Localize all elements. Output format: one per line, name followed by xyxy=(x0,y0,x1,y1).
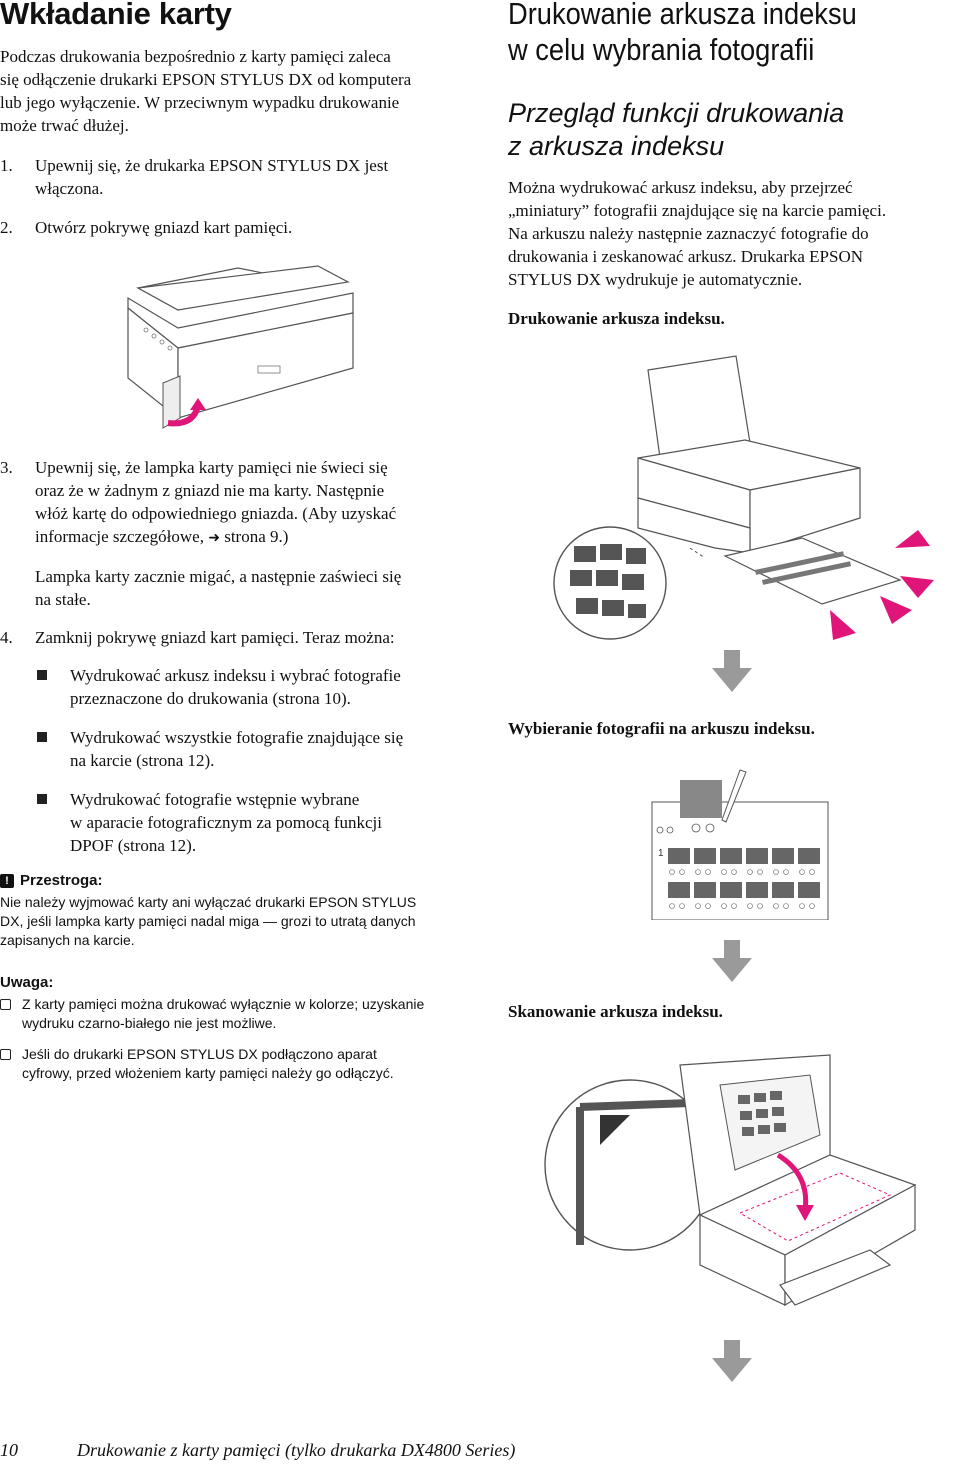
intro-line: może trwać dłużej. xyxy=(0,116,129,135)
result-text: Lampka karty zacznie migać, a następnie … xyxy=(35,567,402,586)
step-text: informacje szczegółowe, xyxy=(35,527,209,546)
page-title-left: Wkładanie karty xyxy=(0,0,232,31)
page-number: 10 xyxy=(0,1440,18,1460)
list-item-text: na karcie (strona 12). xyxy=(70,751,215,770)
step-number: 4. xyxy=(0,628,13,647)
list-item: Wydrukować arkusz indeksu i wybrać fotog… xyxy=(0,664,480,726)
checkbox-bullet-icon xyxy=(0,999,11,1010)
step-number: 3. xyxy=(0,458,13,477)
caption-select-photos: Wybieranie fotografii na arkuszu indeksu… xyxy=(508,719,815,738)
caution-title: Przestroga: xyxy=(20,872,103,889)
intro-line: lub jego wyłączenie. W przeciwnym wypadk… xyxy=(0,93,400,112)
note-box: Uwaga: Z karty pamięci można drukować wy… xyxy=(0,974,470,1083)
page-footer: 10 Drukowanie z karty pamięci (tylko dru… xyxy=(0,1440,960,1461)
note-text: Jeśli do drukarki EPSON STYLUS DX podłąc… xyxy=(22,1046,377,1062)
caption-scan-sheet: Skanowanie arkusza indeksu. xyxy=(508,1002,723,1021)
down-arrow-icon xyxy=(712,1340,752,1382)
step-3-result: Lampka karty zacznie migać, a następnie … xyxy=(35,565,475,611)
caption-print-index: Drukowanie arkusza indeksu. xyxy=(508,309,725,328)
footer-section-title: Drukowanie z karty pamięci (tylko drukar… xyxy=(77,1440,516,1460)
note-item: Z karty pamięci można drukować wyłącznie… xyxy=(0,995,470,1045)
checkbox-bullet-icon xyxy=(0,1049,11,1060)
list-item-text: Wydrukować fotografie wstępnie wybrane xyxy=(70,790,360,809)
step-number: 1. xyxy=(0,156,13,175)
subtitle-line: z arkusza indeksu xyxy=(508,131,725,161)
list-item: Wydrukować wszystkie fotografie znajdują… xyxy=(0,726,480,788)
arrow-right-icon: ➜ xyxy=(208,531,220,546)
list-item-text: Wydrukować arkusz indeksu i wybrać fotog… xyxy=(70,666,401,685)
list-item-text: w aparacie fotograficznym za pomocą funk… xyxy=(70,813,382,832)
step-1: 1. Upewnij się, że drukarka EPSON STYLUS… xyxy=(0,154,470,200)
list-item-text: Wydrukować wszystkie fotografie znajdują… xyxy=(70,728,404,747)
index-sheet-marking-illustration: 1 xyxy=(651,769,829,920)
print-index-sheet-illustration xyxy=(553,355,934,640)
step-text: Upewnij się, że drukarka EPSON STYLUS DX… xyxy=(35,156,389,175)
step-2: 2. Otwórz pokrywę gniazd kart pamięci. xyxy=(0,216,470,239)
step-text: Upewnij się, że lampka karty pamięci nie… xyxy=(35,458,388,477)
right-intro: Można wydrukować arkusz indeksu, aby prz… xyxy=(508,176,948,291)
step-text: Otwórz pokrywę gniazd kart pamięci. xyxy=(35,218,293,237)
step-text: Zamknij pokrywę gniazd kart pamięci. Ter… xyxy=(35,628,395,647)
caution-icon: ! xyxy=(0,873,14,888)
intro-line: Można wydrukować arkusz indeksu, aby prz… xyxy=(508,178,853,197)
page-title-right: Drukowanie arkusza indeksu w celu wybran… xyxy=(508,0,906,68)
list-item-text: DPOF (strona 12). xyxy=(70,836,197,855)
section-subtitle: Przegląd funkcji drukowania z arkusza in… xyxy=(508,97,948,163)
note-text: cyfrowy, przed włożeniem karty pamięci n… xyxy=(22,1065,394,1081)
square-bullet-icon xyxy=(37,794,47,804)
step-3: 3. Upewnij się, że lampka karty pamięci … xyxy=(0,456,470,550)
intro-paragraph: Podczas drukowania bezpośrednio z karty … xyxy=(0,45,460,137)
subtitle-line: Przegląd funkcji drukowania xyxy=(508,98,845,128)
step-4: 4. Zamknij pokrywę gniazd kart pamięci. … xyxy=(0,626,470,649)
note-item: Jeśli do drukarki EPSON STYLUS DX podłąc… xyxy=(0,1045,470,1083)
result-text: na stałe. xyxy=(35,590,91,609)
step-text: włączona. xyxy=(35,179,104,198)
caution-text: Nie należy wyjmować karty ani wyłączać d… xyxy=(0,894,417,910)
list-item-text: przeznaczone do drukowania (strona 10). xyxy=(70,689,351,708)
caution-text: zapisanych na karcie. xyxy=(0,932,135,948)
intro-line: się odłączenie drukarki EPSON STYLUS DX … xyxy=(0,70,412,89)
intro-line: STYLUS DX wydrukuje je automatycznie. xyxy=(508,270,803,289)
intro-line: drukowania i zeskanować arkusz. Drukarka… xyxy=(508,247,863,266)
note-text: Z karty pamięci można drukować wyłącznie… xyxy=(22,996,425,1012)
option-list: Wydrukować arkusz indeksu i wybrać fotog… xyxy=(0,664,480,857)
square-bullet-icon xyxy=(37,732,47,742)
page-reference-link[interactable]: strona 9.) xyxy=(224,527,289,546)
square-bullet-icon xyxy=(37,670,47,680)
title-line: w celu wybrania fotografii xyxy=(508,32,815,67)
list-item: Wydrukować fotografie wstępnie wybrane w… xyxy=(0,788,480,857)
down-arrow-icon xyxy=(712,650,752,692)
intro-line: Podczas drukowania bezpośrednio z karty … xyxy=(0,47,391,66)
caution-box: ! Przestroga: Nie należy wyjmować karty … xyxy=(0,872,470,950)
printer-card-cover-illustration xyxy=(127,265,354,429)
caution-text: DX, jeśli lampka karty pamięci nadal mig… xyxy=(0,913,416,929)
down-arrow-icon xyxy=(712,940,752,982)
intro-line: Na arkuszu należy następnie zaznaczyć fo… xyxy=(508,224,869,243)
note-title: Uwaga: xyxy=(0,974,54,991)
note-text: wydruku czarno-białego nie jest możliwe. xyxy=(22,1015,277,1031)
step-number: 2. xyxy=(0,218,13,237)
step-text: włóż kartę do odpowiedniego gniazda. (Ab… xyxy=(35,504,397,523)
scan-index-sheet-illustration xyxy=(544,1054,917,1307)
sheet-row-number: 1 xyxy=(658,848,664,859)
title-line: Drukowanie arkusza indeksu xyxy=(508,0,857,31)
step-text: oraz że w żadnym z gniazd nie ma karty. … xyxy=(35,481,385,500)
intro-line: „miniatury” fotografii znajdujące się na… xyxy=(508,201,887,220)
